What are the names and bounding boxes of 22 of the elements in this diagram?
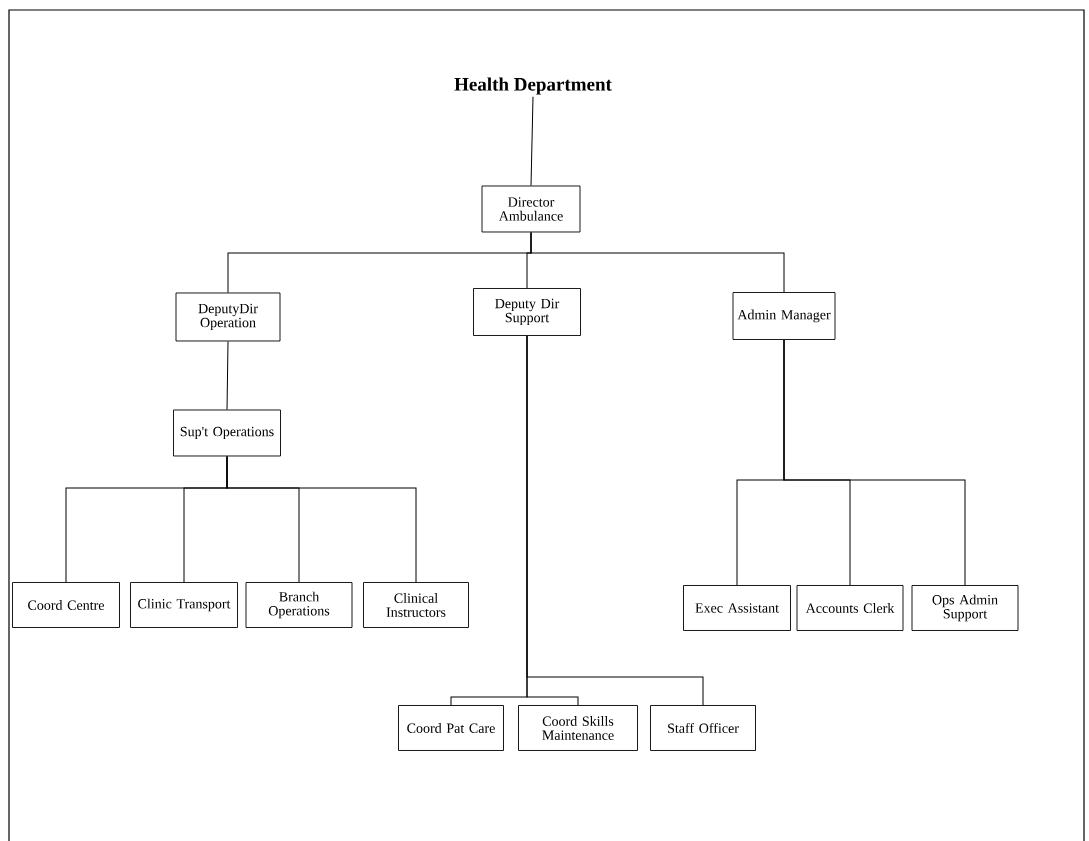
connector-line — [783, 339, 966, 586]
connector-line — [526, 335, 704, 706]
position-box: Staff Officer — [650, 705, 756, 751]
position-box: Ops Admin Support — [911, 585, 1019, 631]
position-box: Sup't Operations — [173, 409, 281, 457]
position-box: Deputy Dir Support — [473, 288, 581, 336]
position-box: DeputyDir Operation — [175, 292, 281, 342]
position-box: Admin Manager — [732, 292, 836, 340]
position-box: Coord Centre — [12, 582, 120, 628]
connector-line — [226, 455, 417, 583]
position-box: Director Ambulance — [481, 185, 581, 233]
chart-title: Health Department — [454, 77, 612, 95]
position-box: Clinic Transport — [130, 582, 238, 628]
position-box: Branch Operations — [245, 582, 353, 628]
position-box: Coord Skills Maintenance — [518, 705, 638, 751]
connector-line — [530, 231, 785, 293]
connector-line — [226, 340, 229, 411]
connector-line — [530, 96, 534, 187]
position-box: Accounts Clerk — [796, 585, 904, 631]
position-box: Coord Pat Care — [398, 705, 504, 751]
position-box: Clinical Instructors — [363, 582, 469, 628]
position-box: Exec Assistant — [683, 585, 791, 631]
